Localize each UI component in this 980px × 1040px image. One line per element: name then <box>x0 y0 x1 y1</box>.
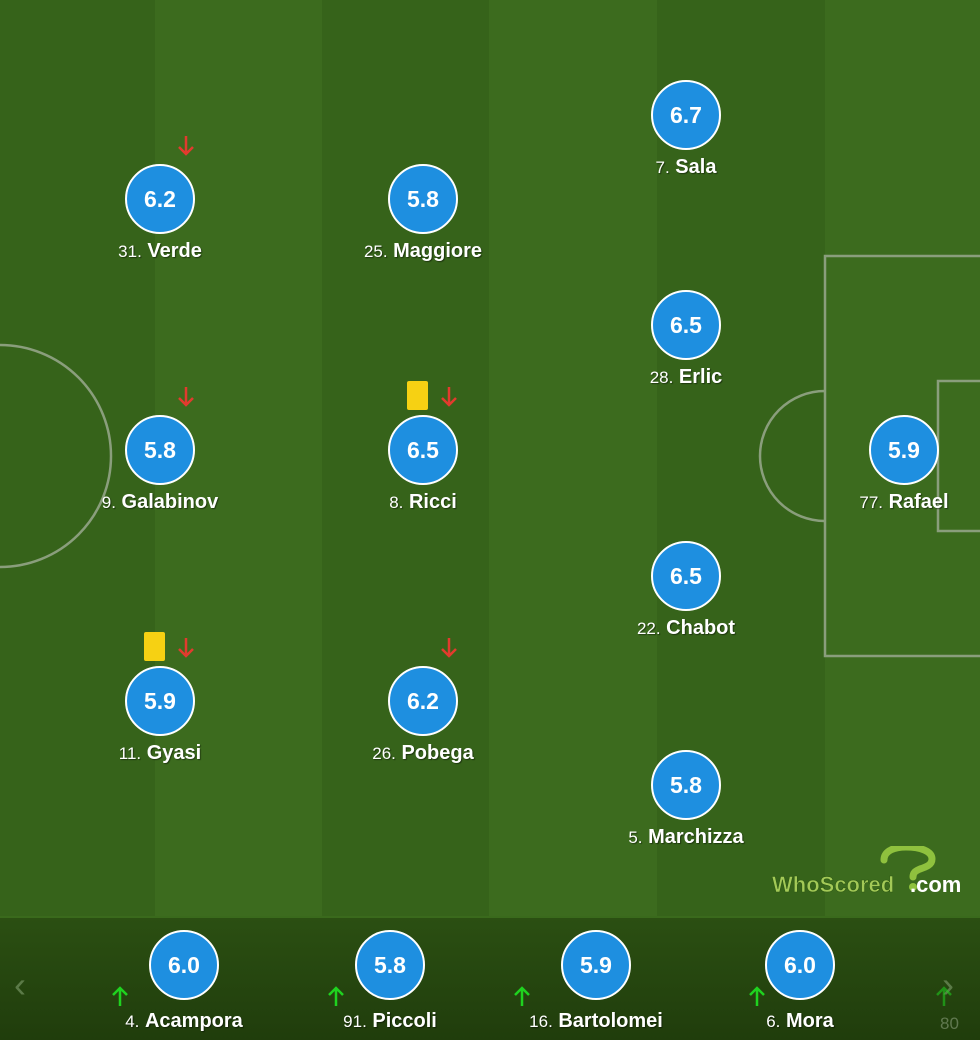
player-number: 25. <box>363 242 388 261</box>
rating-badge[interactable]: 6.2 <box>125 164 195 234</box>
player-marchizza[interactable]: 5.8 5. Marchizza <box>576 750 796 880</box>
player-number: 16. <box>529 1012 553 1031</box>
rating-badge[interactable]: 6.2 <box>388 666 458 736</box>
penalty-arc <box>758 389 826 523</box>
arrow-down-icon <box>178 387 194 407</box>
player-name: Piccoli <box>372 1010 437 1032</box>
player-number: 77. <box>859 493 884 512</box>
whoscored-logo: WhoScored .com <box>772 846 961 897</box>
rating-badge[interactable]: 6.0 <box>149 930 219 1000</box>
arrow-up-icon <box>749 986 765 1006</box>
prev-arrow-icon[interactable]: ‹ <box>14 964 26 1005</box>
player-label: 28. Erlic <box>576 366 796 389</box>
player-name: Sala <box>675 156 717 178</box>
player-number: 6. <box>766 1012 781 1031</box>
arrow-up-icon <box>112 986 128 1006</box>
sub-bartolomei[interactable]: 5.9 16. Bartolomei <box>486 918 706 1040</box>
yellow-card-icon <box>407 381 428 410</box>
player-label: 4. Acampora <box>74 1010 294 1033</box>
rating-badge[interactable]: 5.8 <box>651 750 721 820</box>
player-number: 26. <box>372 744 396 763</box>
rating-badge[interactable]: 5.8 <box>125 415 195 485</box>
player-label: 25. Maggiore <box>313 240 533 263</box>
player-name: Maggiore <box>393 240 483 262</box>
player-number: 9. <box>101 493 116 512</box>
substitutes-bar: ‹ › 6.0 4. Acampora 5.8 91. Piccoli 5.9 … <box>0 916 980 1040</box>
sub-mora[interactable]: 6.0 6. Mora <box>690 918 910 1040</box>
partial-sub-number: 80 <box>940 1014 959 1033</box>
arrow-up-icon <box>328 986 344 1006</box>
player-name: Ricci <box>408 491 457 513</box>
player-label: 6. Mora <box>690 1010 910 1033</box>
arrow-down-icon <box>441 638 457 658</box>
player-maggiore[interactable]: 5.8 25. Maggiore <box>313 164 533 294</box>
rating-badge[interactable]: 6.5 <box>651 541 721 611</box>
player-name: Chabot <box>666 617 736 639</box>
player-number: 31. <box>118 242 142 261</box>
arrow-down-icon <box>441 387 457 407</box>
player-label: 5. Marchizza <box>576 826 796 849</box>
arrow-up-icon <box>936 986 952 1006</box>
player-label: 7. Sala <box>576 156 796 179</box>
player-name: Marchizza <box>648 826 744 848</box>
arrow-up-icon <box>514 986 530 1006</box>
player-galabinov[interactable]: 5.8 9. Galabinov <box>50 415 270 545</box>
player-label: 31. Verde <box>50 240 270 263</box>
player-ricci[interactable]: 6.5 8. Ricci <box>313 415 533 545</box>
player-name: Bartolomei <box>558 1010 663 1032</box>
logo-text-who: WhoScored <box>772 872 894 897</box>
rating-badge[interactable]: 5.8 <box>355 930 425 1000</box>
player-name: Pobega <box>401 742 474 764</box>
rating-badge[interactable]: 6.0 <box>765 930 835 1000</box>
arrow-down-icon <box>178 638 194 658</box>
sub-acampora[interactable]: 6.0 4. Acampora <box>74 918 294 1040</box>
rating-badge[interactable]: 6.5 <box>388 415 458 485</box>
player-number: 22. <box>636 619 661 638</box>
player-number: 4. <box>125 1012 140 1031</box>
player-number: 8. <box>389 493 404 512</box>
center-circle <box>0 343 113 569</box>
rating-badge[interactable]: 6.7 <box>651 80 721 150</box>
rating-badge[interactable]: 5.9 <box>125 666 195 736</box>
player-name: Mora <box>785 1010 834 1032</box>
rating-badge[interactable]: 5.8 <box>388 164 458 234</box>
player-rafael[interactable]: 5.9 77. Rafael <box>794 415 980 545</box>
player-number: 7. <box>655 158 670 177</box>
player-gyasi[interactable]: 5.9 11. Gyasi <box>50 666 270 796</box>
rating-badge[interactable]: 5.9 <box>869 415 939 485</box>
player-label: 16. Bartolomei <box>486 1010 706 1033</box>
player-name: Gyasi <box>146 742 202 764</box>
yellow-card-icon <box>144 632 165 661</box>
player-label: 8. Ricci <box>313 491 533 514</box>
player-label: 22. Chabot <box>576 617 796 640</box>
player-label: 11. Gyasi <box>50 742 270 765</box>
player-label: 9. Galabinov <box>50 491 270 514</box>
player-name: Rafael <box>888 491 949 513</box>
player-label: 26. Pobega <box>313 742 533 765</box>
penalty-box <box>823 254 980 658</box>
arrow-down-icon <box>178 136 194 156</box>
player-number: 5. <box>628 828 643 847</box>
player-name: Erlic <box>678 366 723 388</box>
player-number: 28. <box>649 368 674 387</box>
player-verde[interactable]: 6.2 31. Verde <box>50 164 270 294</box>
player-erlic[interactable]: 6.5 28. Erlic <box>576 290 796 420</box>
player-label: 77. Rafael <box>794 491 980 514</box>
player-sala[interactable]: 6.7 7. Sala <box>576 80 796 210</box>
rating-badge[interactable]: 6.5 <box>651 290 721 360</box>
player-name: Acampora <box>144 1010 243 1032</box>
logo-text-com: .com <box>910 872 961 897</box>
sub-piccoli[interactable]: 5.8 91. Piccoli <box>280 918 500 1040</box>
player-pobega[interactable]: 6.2 26. Pobega <box>313 666 533 796</box>
pitch-stripe <box>489 0 657 916</box>
player-label: 91. Piccoli <box>280 1010 500 1033</box>
player-number: 91. <box>343 1012 367 1031</box>
rating-badge[interactable]: 5.9 <box>561 930 631 1000</box>
player-chabot[interactable]: 6.5 22. Chabot <box>576 541 796 671</box>
player-name: Verde <box>147 240 202 262</box>
pitch: 6.2 31. Verde 5.8 25. Maggiore 6.7 7. Sa… <box>0 0 980 916</box>
player-number: 11. <box>118 744 142 763</box>
player-name: Galabinov <box>121 491 219 513</box>
